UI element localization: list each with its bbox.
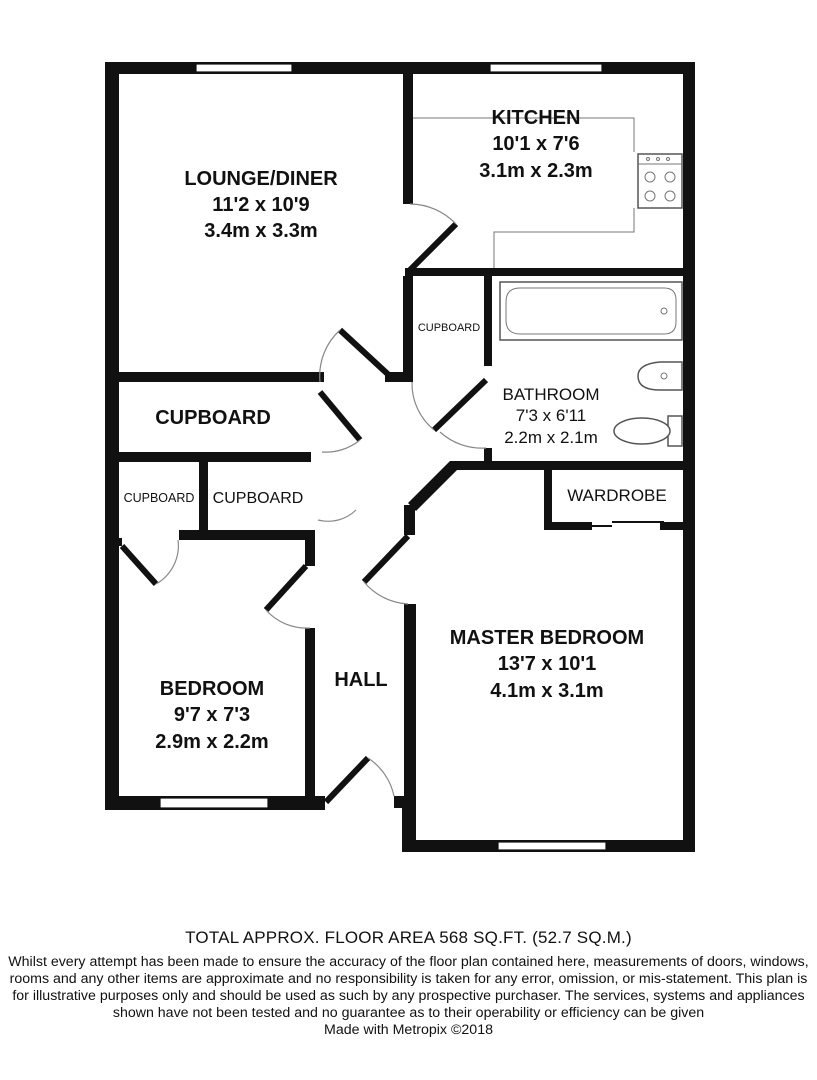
master-metric: 4.1m x 3.1m: [490, 680, 603, 702]
doors: [119, 203, 489, 808]
kitchen-fixtures: [413, 117, 683, 268]
kitchen-imperial: 10'1 x 7'6: [492, 133, 579, 155]
cupboard-bath-name: CUPBOARD: [418, 322, 480, 334]
basin-icon: [637, 361, 683, 391]
bathroom-metric: 2.2m x 2.1m: [504, 428, 598, 447]
wardrobe-name: WARDROBE: [567, 486, 667, 505]
kitchen-name: KITCHEN: [492, 107, 581, 129]
room-kitchen: KITCHEN 10'1 x 7'6 3.1m x 2.3m: [479, 107, 592, 182]
hall-name: HALL: [334, 669, 387, 691]
lounge-imperial: 11'2 x 10'9: [212, 194, 309, 216]
total-floor-area: TOTAL APPROX. FLOOR AREA 568 SQ.FT. (52.…: [185, 928, 632, 947]
cupboard-small-name: CUPBOARD: [124, 491, 195, 505]
cupboard-large-name: CUPBOARD: [155, 407, 271, 429]
cupboard-mid-name: CUPBOARD: [213, 490, 304, 507]
bathroom-name: BATHROOM: [503, 385, 600, 404]
kitchen-metric: 3.1m x 2.3m: [479, 160, 592, 182]
bathroom-imperial: 7'3 x 6'11: [516, 406, 586, 425]
bath-icon: [499, 281, 683, 341]
toilet-icon: [613, 415, 683, 447]
lounge-name: LOUNGE/DINER: [184, 168, 338, 190]
master-imperial: 13'7 x 10'1: [498, 653, 597, 675]
wardrobe-doors: [560, 521, 664, 527]
disclaimer-text: Whilst every attempt has been made to en…: [8, 954, 809, 1021]
bedroom-imperial: 9'7 x 7'3: [174, 704, 250, 726]
floor-plan: LOUNGE/DINER 11'2 x 10'9 3.4m x 3.3m KIT…: [105, 62, 695, 852]
bedroom-name: BEDROOM: [160, 678, 264, 700]
room-master-bedroom: MASTER BEDROOM 13'7 x 10'1 4.1m x 3.1m: [450, 627, 644, 702]
room-labels: LOUNGE/DINER 11'2 x 10'9 3.4m x 3.3m KIT…: [124, 107, 667, 753]
bathroom-fixtures: [499, 281, 683, 447]
footer: TOTAL APPROX. FLOOR AREA 568 SQ.FT. (52.…: [0, 928, 817, 1039]
hob-icon: [637, 153, 683, 209]
interior-walls: [118, 74, 683, 796]
room-bathroom: BATHROOM 7'3 x 6'11 2.2m x 2.1m: [503, 385, 600, 447]
credit-text: Made with Metropix ©2018: [324, 1022, 493, 1038]
room-bedroom: BEDROOM 9'7 x 7'3 2.9m x 2.2m: [155, 678, 268, 753]
windows: [159, 63, 607, 851]
master-name: MASTER BEDROOM: [450, 627, 644, 649]
room-lounge-diner: LOUNGE/DINER 11'2 x 10'9 3.4m x 3.3m: [184, 168, 338, 242]
bedroom-metric: 2.9m x 2.2m: [155, 731, 268, 753]
lounge-metric: 3.4m x 3.3m: [204, 220, 317, 242]
